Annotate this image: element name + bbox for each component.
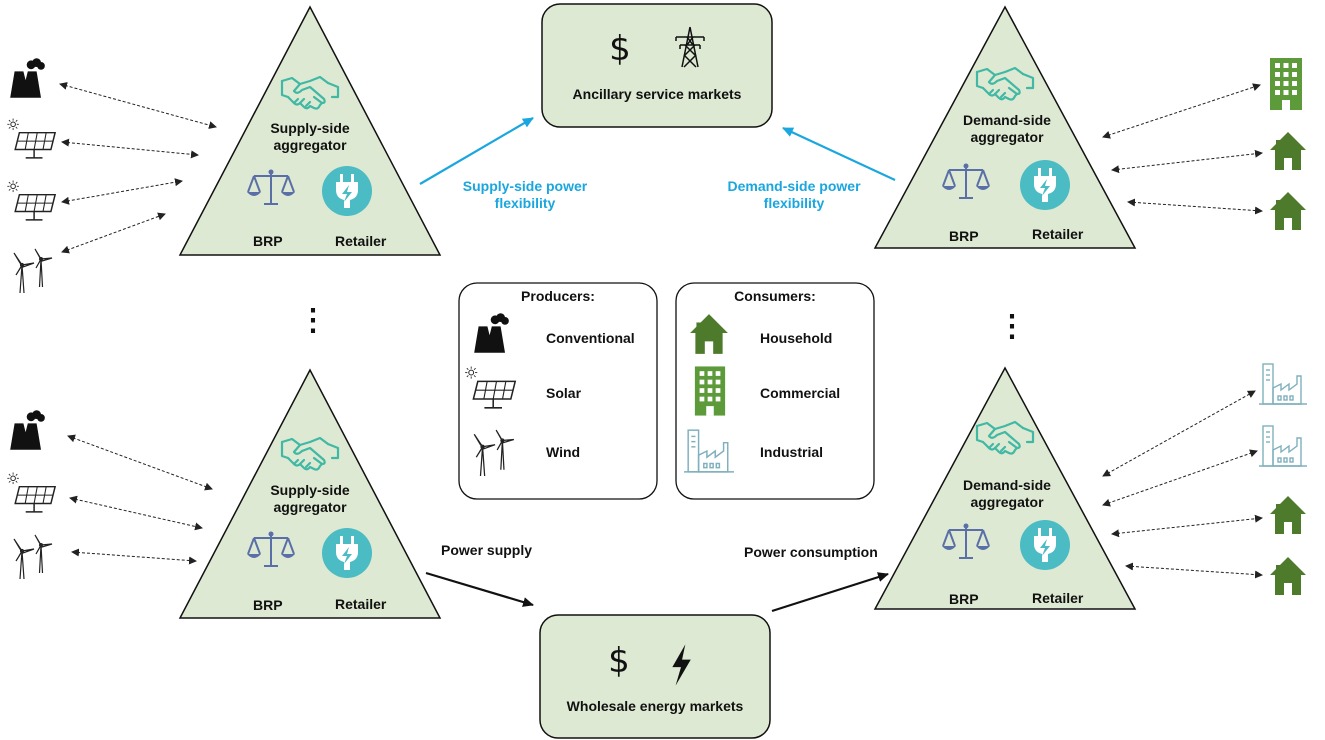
dollar-icon bbox=[608, 641, 630, 680]
factory-icon bbox=[1258, 363, 1308, 405]
connector-wind-top bbox=[61, 212, 166, 254]
house-icon bbox=[1270, 496, 1306, 534]
power-plant-icon bbox=[10, 410, 45, 450]
demand-flexibility-arrow bbox=[782, 127, 896, 181]
brp-label: BRP bbox=[949, 591, 979, 607]
connector-factory2-bottom bbox=[1102, 449, 1258, 507]
consumers-legend-title: Consumers: bbox=[734, 288, 816, 304]
power-supply-label: Power supply bbox=[441, 542, 533, 558]
connector-house2-top bbox=[1127, 198, 1263, 215]
demand-aggregator-bottom-triangle bbox=[873, 366, 1137, 610]
connector-office-top bbox=[1102, 83, 1261, 139]
aggregator-title: Supply-side aggregator bbox=[250, 120, 370, 154]
aggregator-title: Demand-side aggregator bbox=[947, 112, 1067, 146]
wholesale-market-label: Wholesale energy markets bbox=[566, 698, 744, 714]
legend-item-household: Household bbox=[760, 330, 833, 346]
electric-plug-icon bbox=[322, 166, 372, 216]
connector-solar-bottom bbox=[69, 495, 203, 531]
power-plant-icon bbox=[10, 58, 45, 98]
house-icon bbox=[1270, 132, 1306, 170]
brp-label: BRP bbox=[253, 597, 283, 613]
house-icon bbox=[1270, 192, 1306, 230]
connector-solar1-top bbox=[61, 138, 199, 159]
producer-connectors bbox=[59, 82, 217, 565]
connector-factory1-bottom bbox=[1102, 390, 1256, 477]
ancillary-market-label: Ancillary service markets bbox=[572, 86, 742, 102]
aggregator-title-line2: aggregator bbox=[273, 137, 347, 153]
connector-plant-bottom bbox=[67, 434, 213, 491]
aggregator-title: Supply-side aggregator bbox=[250, 482, 370, 516]
wholesale-market-box bbox=[539, 614, 771, 739]
legend-item-commercial: Commercial bbox=[760, 385, 841, 401]
demand-flexibility-label: Demand-side power flexibility bbox=[716, 178, 872, 212]
retailer-label: Retailer bbox=[335, 596, 387, 612]
aggregator-title: Demand-side aggregator bbox=[947, 477, 1067, 511]
connector-solar2-top bbox=[61, 178, 183, 205]
legend-item-conventional: Conventional bbox=[546, 330, 635, 346]
wind-turbine-icon bbox=[13, 248, 53, 293]
demand-aggregator-top-triangle bbox=[873, 5, 1137, 249]
demand-flexibility-line2: flexibility bbox=[763, 195, 825, 211]
brp-label: BRP bbox=[253, 233, 283, 249]
connector-wind-bottom bbox=[71, 548, 197, 565]
legend-item-solar: Solar bbox=[546, 385, 582, 401]
house-icon bbox=[1270, 557, 1306, 595]
office-building-icon bbox=[1270, 58, 1302, 110]
supply-aggregator-top-triangle bbox=[178, 5, 442, 256]
solar-panel-icon bbox=[6, 180, 56, 221]
office-building-icon bbox=[694, 366, 726, 416]
legend-item-industrial: Industrial bbox=[760, 444, 824, 460]
factory-icon bbox=[1258, 425, 1308, 467]
supply-aggregator-bottom-triangle bbox=[178, 368, 442, 619]
producers-legend-box bbox=[458, 282, 658, 500]
aggregator-title-line1: Demand-side bbox=[963, 112, 1051, 128]
connector-plant-top bbox=[59, 82, 217, 129]
aggregator-title-line2: aggregator bbox=[273, 499, 347, 515]
solar-panel-icon bbox=[6, 472, 56, 513]
connector-house1-bottom bbox=[1111, 514, 1263, 538]
power-consumption-arrow bbox=[771, 572, 889, 613]
aggregator-title-line1: Demand-side bbox=[963, 477, 1051, 493]
consumer-connectors bbox=[1102, 83, 1263, 579]
ancillary-market-box bbox=[541, 3, 773, 128]
electric-plug-icon bbox=[322, 528, 372, 578]
aggregator-title-line1: Supply-side bbox=[270, 482, 350, 498]
supply-flexibility-line2: flexibility bbox=[494, 195, 556, 211]
connector-house2-bottom bbox=[1125, 562, 1263, 579]
demand-ellipsis: ⋮ bbox=[997, 310, 1027, 343]
retailer-label: Retailer bbox=[335, 233, 387, 249]
dollar-icon bbox=[609, 29, 631, 68]
aggregator-title-line1: Supply-side bbox=[270, 120, 350, 136]
supply-flexibility-arrow bbox=[419, 117, 534, 185]
wind-turbine-icon bbox=[13, 534, 53, 579]
retailer-label: Retailer bbox=[1032, 226, 1084, 242]
supply-flexibility-line1: Supply-side power bbox=[462, 178, 588, 194]
supply-flexibility-label: Supply-side power flexibility bbox=[455, 178, 595, 212]
brp-label: BRP bbox=[949, 228, 979, 244]
consumers-legend-box bbox=[675, 282, 875, 500]
electric-plug-icon bbox=[1020, 160, 1070, 210]
demand-flexibility-line1: Demand-side power bbox=[727, 178, 861, 194]
producers-legend-title: Producers: bbox=[521, 288, 595, 304]
retailer-label: Retailer bbox=[1032, 590, 1084, 606]
aggregator-title-line2: aggregator bbox=[970, 129, 1044, 145]
supply-ellipsis: ⋮ bbox=[298, 304, 328, 337]
connector-house1-top bbox=[1111, 149, 1263, 174]
power-consumption-label: Power consumption bbox=[744, 544, 878, 560]
electric-plug-icon bbox=[1020, 520, 1070, 570]
solar-panel-icon bbox=[6, 118, 56, 159]
aggregator-title-line2: aggregator bbox=[970, 494, 1044, 510]
power-supply-arrow bbox=[425, 571, 534, 607]
legend-item-wind: Wind bbox=[546, 444, 581, 460]
